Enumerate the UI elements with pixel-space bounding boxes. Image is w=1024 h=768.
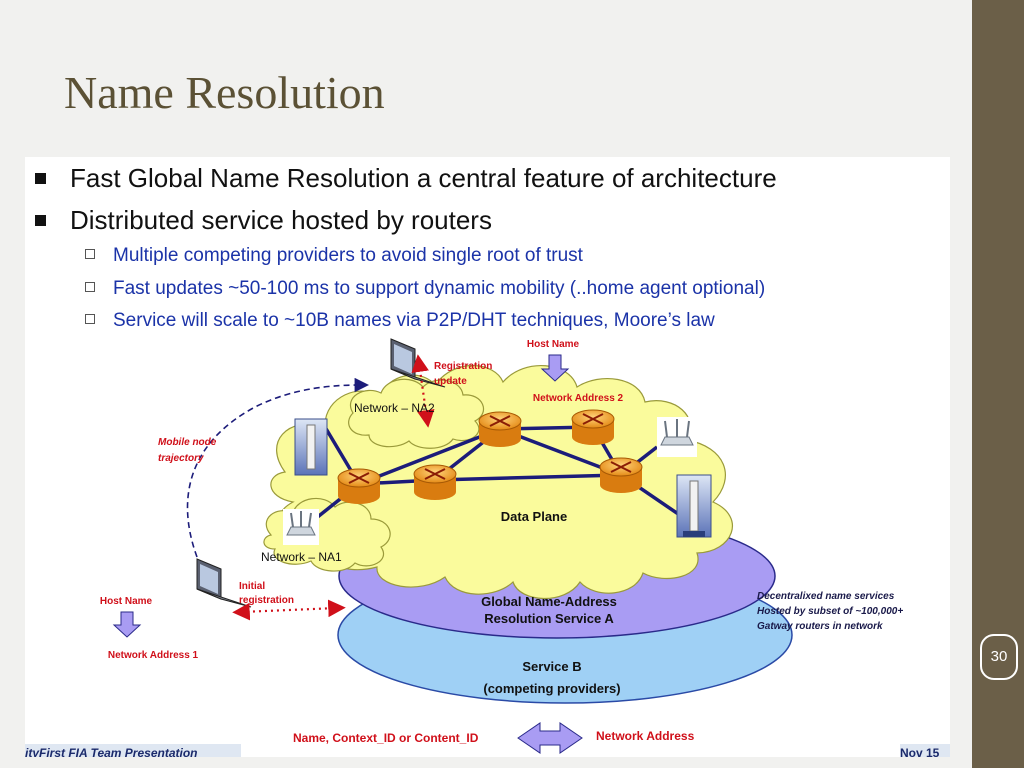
router-icon	[599, 457, 643, 493]
initial-registration-label: Initial	[239, 581, 265, 592]
mobile-trajectory-label: Mobile node	[158, 437, 217, 448]
square-bullet-icon	[35, 172, 46, 184]
initial-registration-arrow	[232, 599, 346, 621]
network-address-label: Network Address	[596, 729, 695, 743]
router-icon	[337, 468, 381, 504]
hollow-square-bullet-icon	[85, 281, 95, 292]
sub-bullet-item: Fast updates ~50-100 ms to support dynam…	[85, 278, 765, 300]
sub-bullet-text: Fast updates ~50-100 ms to support dynam…	[113, 278, 766, 299]
sub-bullet-text: Service will scale to ~10B names via P2P…	[113, 310, 715, 331]
hollow-square-bullet-icon	[85, 248, 95, 259]
architecture-diagram: Host Name Network Address 2 Registration…	[100, 338, 903, 754]
hollow-square-bullet-icon	[85, 313, 95, 324]
network-na2-label: Network – NA2	[354, 401, 435, 415]
square-bullet-icon	[35, 214, 46, 226]
host-name-top-label: Host Name	[527, 339, 580, 350]
base-station-icon	[676, 474, 712, 538]
service-b-label: (competing providers)	[483, 681, 620, 696]
service-a-label: Resolution Service A	[484, 611, 614, 626]
wireless-access-point-icon	[283, 509, 319, 545]
footer-date-label: Nov 15	[900, 744, 950, 757]
router-icon	[478, 411, 522, 447]
router-icon	[571, 409, 615, 445]
bullet-item: Fast Global Name Resolution a central fe…	[35, 163, 777, 194]
initial-registration-label: registration	[239, 595, 294, 606]
data-plane-label: Data Plane	[501, 509, 567, 524]
bullet-text: Distributed service hosted by routers	[70, 205, 492, 235]
sub-bullet-item: Multiple competing providers to avoid si…	[85, 245, 583, 267]
bullet-text: Fast Global Name Resolution a central fe…	[70, 163, 777, 193]
mobile-trajectory-label: trajectory	[158, 453, 204, 464]
wireless-access-point-icon	[657, 417, 697, 457]
registration-update-label: Registration	[434, 361, 492, 372]
router-icon	[413, 464, 457, 500]
footer-presentation-label: ityFirst FIA Team Presentation	[25, 744, 241, 757]
bullet-item: Distributed service hosted by routers	[35, 205, 492, 236]
page-number: 30	[980, 634, 1018, 680]
registration-update-label: update	[434, 376, 467, 387]
network-na1-label: Network – NA1	[261, 550, 342, 564]
decentralized-note: Gatway routers in network	[757, 621, 883, 632]
host-name-left-label: Host Name	[100, 596, 153, 607]
bidirectional-arrow-icon	[517, 722, 583, 754]
sub-bullet-item: Service will scale to ~10B names via P2P…	[85, 310, 715, 332]
network-address-1-label: Network Address 1	[108, 650, 199, 661]
host-name-down-arrow	[112, 611, 142, 638]
mobile-trajectory-arrow	[186, 377, 369, 558]
sub-bullet-text: Multiple competing providers to avoid si…	[113, 245, 583, 266]
decentralized-note: Decentralixed name services	[757, 591, 895, 602]
decentralized-note: Hosted by subset of ~100,000+	[757, 606, 903, 617]
service-a-label: Global Name-Address	[481, 594, 617, 609]
host-name-down-arrow	[540, 354, 570, 382]
network-address-2-label: Network Address 2	[533, 393, 624, 404]
slide-content-image: Fast Global Name Resolution a central fe…	[25, 157, 950, 757]
service-b-label: Service B	[522, 659, 581, 674]
name-context-label: Name, Context_ID or Content_ID	[293, 731, 479, 745]
slide-title: Name Resolution	[64, 67, 385, 118]
base-station-icon	[294, 418, 328, 476]
